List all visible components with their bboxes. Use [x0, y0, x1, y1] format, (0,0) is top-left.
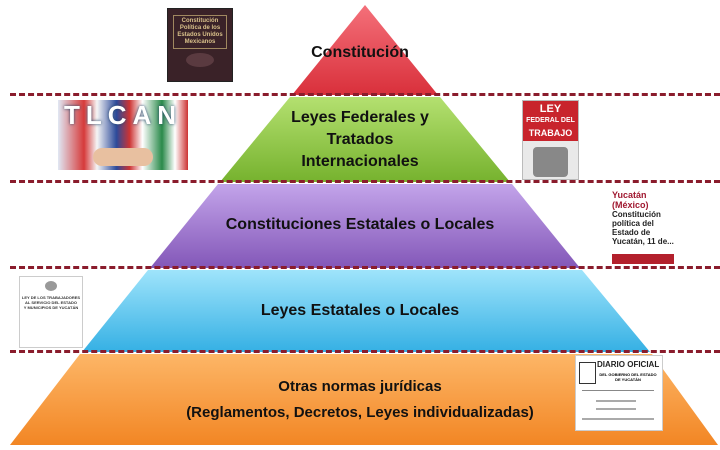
- level-label-line: Otras normas jurídicas: [278, 378, 442, 395]
- level-label: Constitución: [311, 44, 409, 61]
- yucatan-desc: Yucatán, 11 de...: [612, 237, 674, 246]
- level-label-line: (Reglamentos, Decretos, Leyes individual…: [186, 404, 534, 421]
- yucatan-constitution-image: Yucatán (México) Constitución política d…: [612, 190, 692, 264]
- level-label: Leyes Estatales o Locales: [260, 302, 460, 319]
- yucatan-desc: política del: [612, 219, 654, 228]
- level-otras-normas: [10, 354, 718, 445]
- ley-trabajadores-image: LEY DE LOS TRABAJADORES AL SERVICIO DEL …: [19, 276, 83, 348]
- divider: [10, 180, 720, 183]
- divider: [10, 93, 720, 96]
- diario-sub: DEL GOBIERNO DEL ESTADO: [599, 372, 657, 377]
- book-title: FEDERAL DEL: [526, 117, 575, 124]
- level-leyes-federales: [220, 97, 510, 182]
- doc-title-line: Y MUNICIPIOS DE YUCATÁN: [23, 305, 79, 310]
- doc-title-line: AL SERVICIO DEL ESTADO: [25, 300, 77, 305]
- level-label-line: Internacionales: [301, 153, 419, 170]
- doc-title-line: LEY DE LOS TRABAJADORES: [21, 295, 81, 300]
- yucatan-title: Yucatán: [612, 190, 647, 200]
- tlcan-logo-text: TLCAN: [63, 100, 183, 130]
- book-title: Constitución Política de los Estados Uni…: [173, 15, 227, 49]
- book-title: LEY: [539, 103, 562, 115]
- ley-federal-trabajo-image: LEY FEDERAL DEL TRABAJO: [522, 100, 579, 180]
- divider: [10, 266, 720, 269]
- level-label: Constituciones Estatales o Locales: [225, 216, 495, 233]
- divider: [10, 350, 720, 353]
- level-label: Otras normas jurídicas (Reglamentos, Dec…: [0, 374, 720, 426]
- diario-sub: DE YUCATÁN: [615, 377, 641, 382]
- book-title: TRABAJO: [528, 128, 573, 138]
- level-constitucion: [292, 5, 438, 95]
- yucatan-title: (México): [612, 200, 649, 210]
- level-label: Leyes Federales y Tratados Internacional…: [0, 107, 720, 173]
- yucatan-desc: Constitución: [612, 210, 661, 219]
- level-label-line: Tratados: [326, 131, 394, 148]
- tlcan-image: TLCAN: [58, 100, 188, 170]
- constitution-book-image: Constitución Política de los Estados Uni…: [167, 8, 233, 82]
- diario-title: DIARIO OFICIAL: [597, 360, 660, 369]
- level-constituciones-estatales: [150, 184, 580, 268]
- level-leyes-estatales: [82, 270, 650, 352]
- yucatan-desc: Estado de: [612, 228, 651, 237]
- diario-oficial-image: DIARIO OFICIAL DEL GOBIERNO DEL ESTADO D…: [575, 355, 663, 431]
- level-label-line: Leyes Federales y: [291, 109, 429, 126]
